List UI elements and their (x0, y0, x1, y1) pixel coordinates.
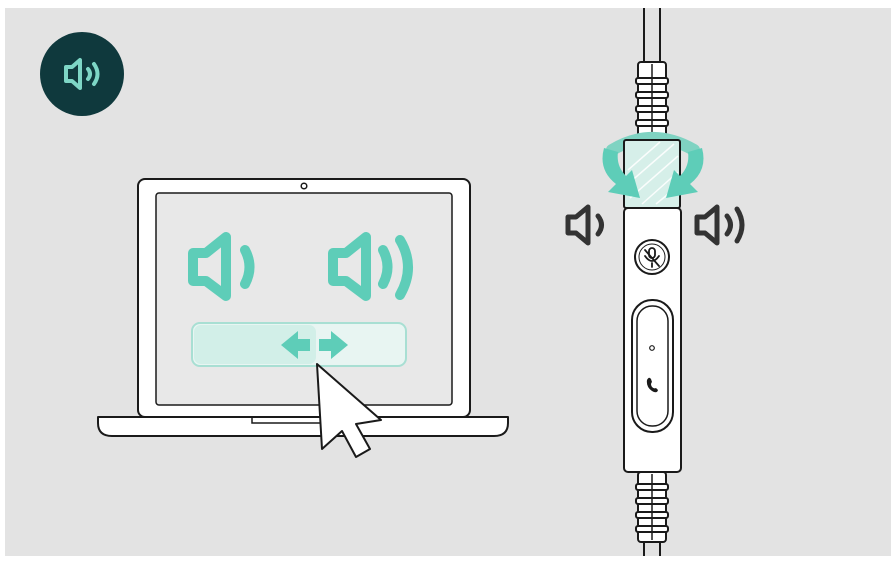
left-right-arrows-icon (281, 331, 348, 359)
strain-relief-top (635, 61, 669, 143)
mute-button (634, 239, 670, 275)
laptop-camera (300, 182, 308, 190)
rotate-arrow-back (606, 132, 700, 156)
mouse-pointer-icon (316, 363, 382, 458)
laptop-screen (155, 192, 453, 406)
rotate-arrows-icon (602, 148, 704, 198)
speaker-volume-icon (64, 58, 100, 90)
call-button (631, 299, 674, 433)
status-led (649, 345, 655, 351)
inline-remote (565, 8, 745, 556)
phone-handset-icon (646, 377, 658, 393)
strain-relief-bottom (635, 471, 669, 543)
laptop-base (97, 416, 509, 437)
volume-badge (40, 32, 124, 116)
speaker-low-volume-icon (565, 204, 604, 246)
laptop (97, 178, 509, 458)
speaker-high-volume-icon (328, 232, 413, 301)
speaker-low-volume-icon (188, 232, 255, 301)
volume-slider (191, 322, 407, 367)
microphone-mute-icon (644, 247, 660, 268)
speaker-high-volume-icon (694, 204, 745, 246)
volume-slider-fill (194, 325, 316, 364)
cable-top (643, 8, 661, 64)
